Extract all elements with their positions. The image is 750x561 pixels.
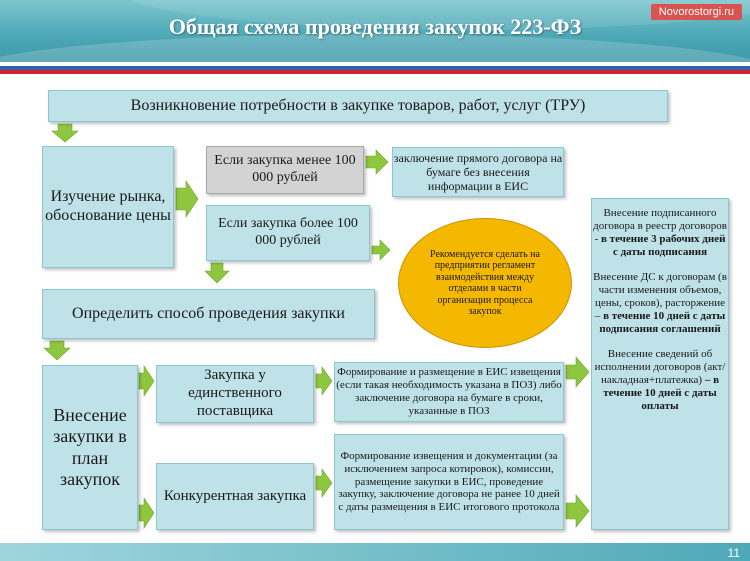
market-study-box: Изучение рынка, обоснование цены [42, 146, 174, 268]
arrow-right-plan-single [138, 365, 155, 397]
recommendation-oval: Рекомендуется сделать на предприятии рег… [398, 218, 572, 348]
execution-text: Внесение сведений об исполнении договоро… [594, 347, 726, 386]
under-100k-box: Если закупка менее 100 000 рублей [206, 146, 364, 194]
arrow-right-plan-comp [138, 497, 155, 529]
amendment-text: Внесение ДС к договорам (в части изменен… [593, 270, 727, 322]
slide-title: Общая схема проведения закупок 223-ФЗ [168, 14, 582, 39]
site-watermark: Novorostorgi.ru [650, 4, 742, 20]
procurement-plan-box: Внесение закупки в план закупок [42, 365, 138, 530]
flag-stripe-red [0, 70, 750, 74]
registry-deadlines-box: Внесение подписанного договора в реестр … [591, 198, 729, 530]
registry-contract-text: Внесение подписанного договора в реестр … [593, 207, 727, 245]
arrow-right-more [371, 239, 391, 261]
need-box: Возникновение потребности в закупке това… [48, 90, 668, 122]
execution-deadline: – в течение 10 дней с даты оплаты [603, 373, 720, 412]
amendment-deadline: в течение 10 дней с даты подписания согл… [599, 309, 726, 335]
slide-header: Общая схема проведения закупок 223-ФЗ No… [0, 0, 750, 62]
arrow-right-single [315, 366, 333, 396]
arrow-right-less [365, 149, 389, 175]
direct-contract-box: заключение прямого договора на бумаге бе… [392, 147, 564, 197]
page-number: 11 [727, 546, 740, 560]
arrow-right-form1 [565, 356, 590, 388]
arrow-down-more [204, 262, 230, 284]
flag-stripe-white [0, 62, 750, 66]
arrow-right-form2 [565, 494, 590, 528]
registry-contract-deadline: в течение 3 рабочих дней с даты подписан… [600, 232, 726, 258]
competitive-steps-box: Формирование извещения и документации (з… [334, 434, 564, 530]
arrow-right-study [175, 180, 199, 218]
slide-footer [0, 543, 750, 561]
choose-method-box: Определить способ проведения закупки [42, 289, 375, 339]
single-supplier-steps-box: Формирование и размещение в ЕИС извещени… [334, 362, 564, 422]
arrow-right-comp [315, 468, 333, 498]
arrow-down-method [43, 340, 71, 361]
registry-contract-paragraph: Внесение подписанного договора в реестр … [592, 207, 728, 259]
arrow-down-need [51, 123, 79, 143]
single-supplier-box: Закупка у единственного поставщика [156, 365, 314, 423]
over-100k-box: Если закупка более 100 000 рублей [206, 205, 370, 261]
execution-paragraph: Внесение сведений об исполнении договоро… [592, 348, 728, 413]
flag-stripe-blue [0, 66, 750, 70]
amendment-paragraph: Внесение ДС к договорам (в части изменен… [592, 271, 728, 336]
competitive-procurement-box: Конкурентная закупка [156, 463, 314, 530]
